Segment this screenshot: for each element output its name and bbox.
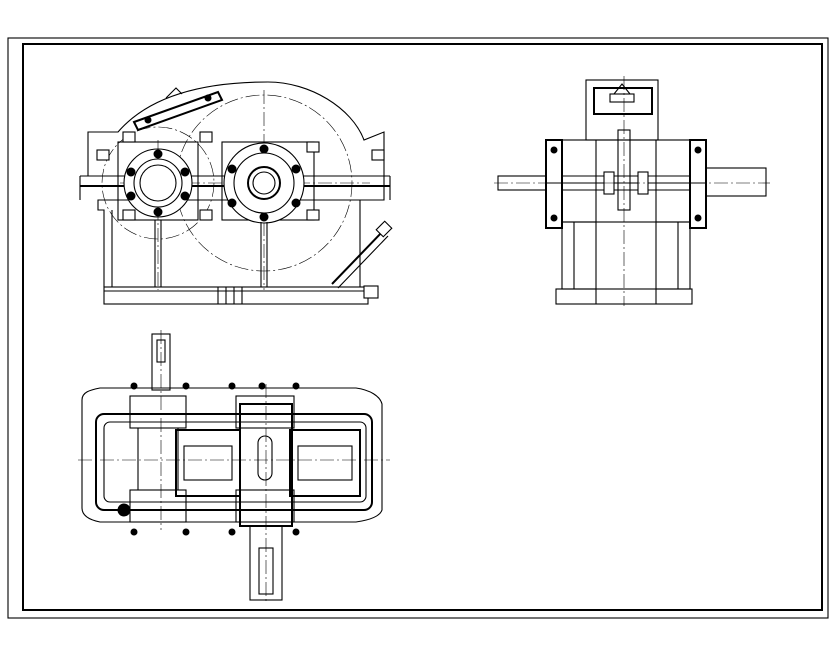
output-shaft xyxy=(705,167,767,197)
plan-view xyxy=(78,330,390,604)
right-bearing-cap xyxy=(221,141,315,224)
drain-plug xyxy=(363,285,379,299)
outer-frame xyxy=(7,37,829,619)
housing-rib-left xyxy=(154,220,162,287)
base-plate xyxy=(103,286,369,305)
upper-housing-cover xyxy=(87,81,385,201)
inspection-cover xyxy=(132,87,224,132)
front-elevation-view xyxy=(79,81,393,305)
plan-small-gear xyxy=(175,429,241,497)
plan-large-gear xyxy=(289,429,361,497)
flange-bolts xyxy=(96,131,385,221)
plan-outer-housing xyxy=(81,387,383,523)
oil-dipstick xyxy=(331,220,393,289)
lower-housing xyxy=(97,199,361,287)
plan-bolts xyxy=(117,382,300,536)
inner-frame xyxy=(22,43,823,611)
side-elevation-view xyxy=(494,76,770,306)
left-bearing-cap xyxy=(117,141,199,221)
housing-rib-right xyxy=(260,222,268,287)
plan-inner-wall xyxy=(95,413,373,511)
